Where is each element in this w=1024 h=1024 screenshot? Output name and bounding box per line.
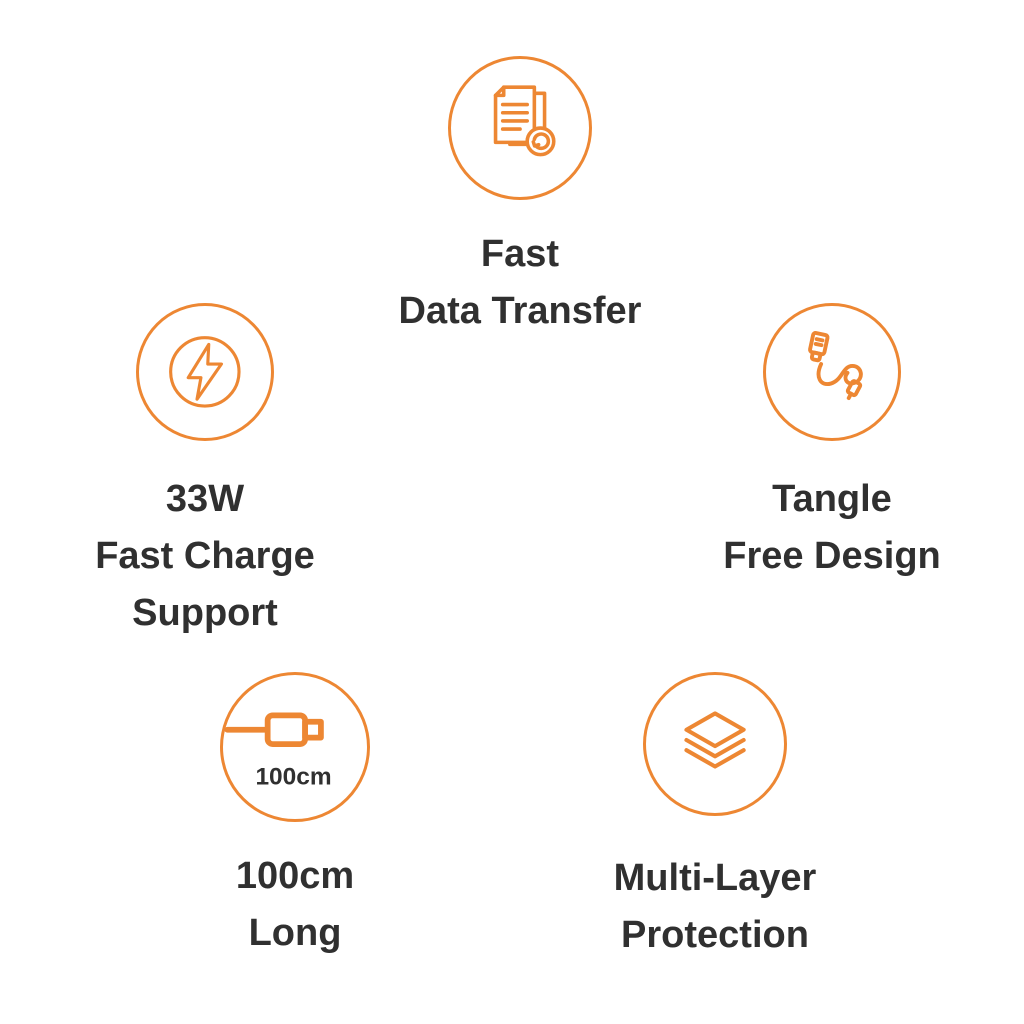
documents-transfer-icon xyxy=(448,56,592,200)
feature-line: 33W xyxy=(165,478,245,520)
feature-line: Data Transfer xyxy=(398,290,642,332)
lightning-bolt-icon xyxy=(136,303,274,441)
feature-line: Long xyxy=(248,912,342,954)
feature-line: Multi-Layer xyxy=(613,857,817,899)
feature-label-fast-data-transfer: Fast Data Transfer xyxy=(399,226,642,340)
feature-tangle-free-design: Tangle Free Design xyxy=(662,303,1002,585)
feature-label-tangle-free-design: Tangle Free Design xyxy=(723,471,941,585)
feature-line: Free Design xyxy=(723,535,941,577)
feature-multi-layer-protection: Multi-Layer Protection xyxy=(535,672,895,964)
feature-fast-data-transfer: Fast Data Transfer xyxy=(320,56,720,340)
feature-cable-length: 100cm 100cm Long xyxy=(135,672,455,962)
cable-length-icon-label: 100cm xyxy=(255,763,331,790)
feature-label-fast-charge-support: 33W Fast Charge Support xyxy=(95,471,315,642)
feature-line: Fast xyxy=(480,233,560,275)
feature-line: 100cm xyxy=(235,855,355,897)
feature-line: Tangle xyxy=(772,478,892,520)
feature-line: Fast Charge xyxy=(95,535,315,577)
stacked-layers-icon xyxy=(643,672,787,816)
feature-line: Support xyxy=(132,592,278,634)
feature-label-multi-layer-protection: Multi-Layer Protection xyxy=(614,850,817,964)
cable-length-icon: 100cm xyxy=(220,672,370,822)
feature-label-cable-length: 100cm Long xyxy=(236,848,354,962)
feature-fast-charge-support: 33W Fast Charge Support xyxy=(45,303,365,642)
tangle-free-cable-icon xyxy=(763,303,901,441)
feature-line: Protection xyxy=(621,914,809,956)
